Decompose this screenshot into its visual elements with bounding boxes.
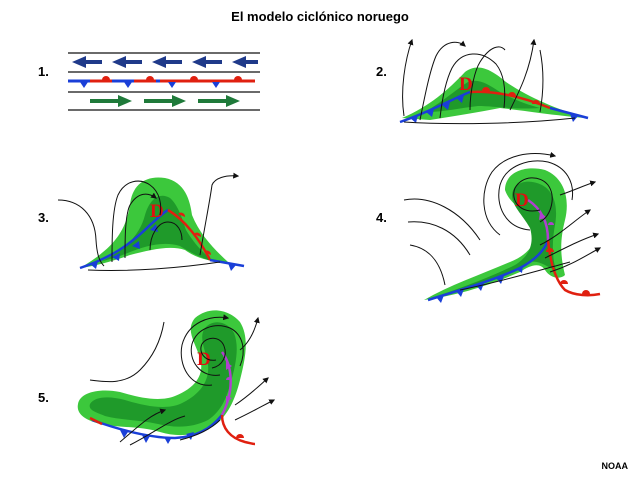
warm-front (220, 414, 256, 446)
wind-arrow-left (152, 56, 182, 68)
stationary-front (68, 76, 255, 88)
wind-arrow-left (112, 56, 142, 68)
low-pressure-label: D (459, 74, 473, 95)
warm-front (167, 208, 212, 261)
wind-arrow-right (90, 95, 132, 107)
streamlines (402, 38, 576, 125)
warm-front (469, 90, 551, 110)
cold-front (91, 414, 223, 440)
streamlines (57, 172, 240, 272)
panel-3-open-wave: D (57, 172, 245, 272)
low-pressure-label: D (150, 201, 164, 222)
step-label-3: 3. (38, 210, 49, 225)
heavy-precipitation-area (89, 322, 237, 427)
wind-arrow-right (198, 95, 240, 107)
low-pressure-label: D (197, 349, 211, 370)
panel-2-wave-formation: D (399, 38, 589, 125)
step-label-4: 4. (376, 210, 387, 225)
warm-front (546, 239, 601, 297)
panel-4-occlusion-begins: D (403, 151, 602, 303)
cold-front (399, 90, 471, 124)
streamlines (403, 151, 602, 291)
heavy-precipitation-area (100, 195, 215, 262)
wind-arrow-right (144, 95, 186, 107)
wind-arrow-left (192, 56, 222, 68)
credit-label: NOAA (601, 461, 629, 471)
panel-1-stationary-front (68, 52, 260, 111)
panel-5-mature-occlusion: D (77, 310, 276, 446)
cold-front (79, 208, 169, 270)
step-label-2: 2. (376, 64, 387, 79)
heavy-precipitation-area (425, 80, 540, 112)
step-label-5: 5. (38, 390, 49, 405)
easterly-wind-arrows (72, 56, 258, 68)
westerly-wind-arrows (90, 95, 240, 107)
wind-arrow-left (72, 56, 102, 68)
streamlines (89, 314, 276, 446)
diagram-title: El modelo ciclónico noruego (231, 9, 409, 24)
step-label-1: 1. (38, 64, 49, 79)
heavy-precipitation-area (440, 181, 557, 295)
wind-arrow-left (232, 56, 258, 68)
